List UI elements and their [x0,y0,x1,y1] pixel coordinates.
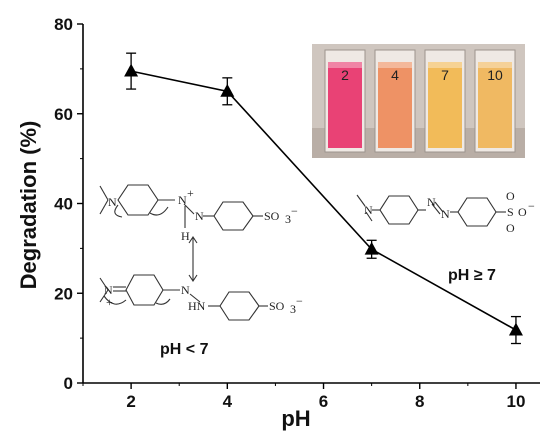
n-n-bond [183,203,195,215]
atom-n: N [181,283,190,297]
curved-arrow [103,295,127,305]
atom-s: S [507,205,514,219]
curved-arrow [114,204,123,218]
x-tick-label: 6 [319,392,328,411]
benzene-ring [457,197,497,227]
benzene-ring [213,201,254,231]
x-tick-label: 10 [506,392,525,411]
y-tick-label: 60 [54,105,73,124]
methyl-bond [99,199,109,215]
subscript-3: 3 [290,302,296,316]
liquid-meniscus [378,62,412,68]
y-tick-label: 80 [54,15,73,34]
atom-n: N [195,209,204,223]
x-tick-label: 2 [126,392,135,411]
charge-minus: − [296,294,303,308]
base-label: pH ≥ 7 [448,267,496,284]
cuvette-liquid [378,62,412,148]
atom-labels: N + N H SO 3 − N N + N HN SO 3 − N N N S… [104,186,535,316]
subscript-3: 3 [285,212,291,226]
atom-n: N [104,283,113,297]
azo-double-bond [434,201,444,213]
liquid-meniscus [478,62,512,68]
charge-plus: + [106,295,113,309]
structure-azo [356,194,506,227]
ticks: 0 20 40 60 80 2 4 6 8 10 [54,15,525,411]
data-point [364,241,379,255]
structure-quinoid [99,274,268,321]
atom-n: N [441,207,450,221]
charge-minus: − [291,204,298,218]
x-axis-title: pH [281,406,310,431]
benzene-ring [379,195,419,225]
data-point [220,83,235,97]
atom-n: N [108,195,117,209]
atom-s: SO [264,209,280,223]
series-line [130,70,517,331]
cuvette-liquid [478,62,512,148]
arrowhead-up [188,236,198,244]
curved-arrow [149,206,169,216]
cuvette-liquid [428,62,462,148]
atom-s: SO [269,299,285,313]
data-point [508,322,523,336]
chemical-structures [99,184,506,321]
structure-azonium [99,184,263,231]
atom-hn: HN [188,299,206,313]
bond [189,293,201,303]
liquid-meniscus [428,62,462,68]
atom-o: O [506,189,515,203]
vial-label: 10 [487,67,503,83]
vial-label: 7 [441,67,449,83]
y-axis-title: Degradation (%) [16,121,41,290]
y-tick-label: 0 [64,374,73,393]
atom-n-plus: N [178,193,187,207]
y-tick-label: 20 [54,284,73,303]
azo-double-bond [431,203,441,215]
arrowhead-down [188,274,198,282]
vial-label: 2 [341,67,349,83]
methyl-bond [356,194,366,207]
atom-o: O [518,205,527,219]
atom-n: N [364,203,373,217]
atom-o: O [506,221,515,235]
data-point [124,63,139,77]
curved-arrow [155,298,171,305]
methyl-bond [99,185,109,201]
benzene-ring [117,184,159,216]
vials: 2 4 7 10 [324,49,516,153]
cuvette-liquid [328,62,362,148]
methyl-bond [365,211,373,222]
vial-label: 4 [391,67,399,83]
data-series [124,52,523,345]
y-tick-label: 40 [54,195,73,214]
charge-minus: − [528,199,535,213]
inset-photo: 2 4 7 10 [312,44,525,158]
liquid-meniscus [328,62,362,68]
methyl-bond [99,277,109,291]
benzene-ring [219,291,260,321]
charge-plus: + [187,186,194,200]
quinoid-ring [125,274,164,306]
x-tick-label: 4 [223,392,233,411]
acid-label: pH < 7 [160,341,209,358]
atom-h: H [181,229,190,243]
atom-n: N [427,195,436,209]
x-tick-label: 8 [415,392,424,411]
